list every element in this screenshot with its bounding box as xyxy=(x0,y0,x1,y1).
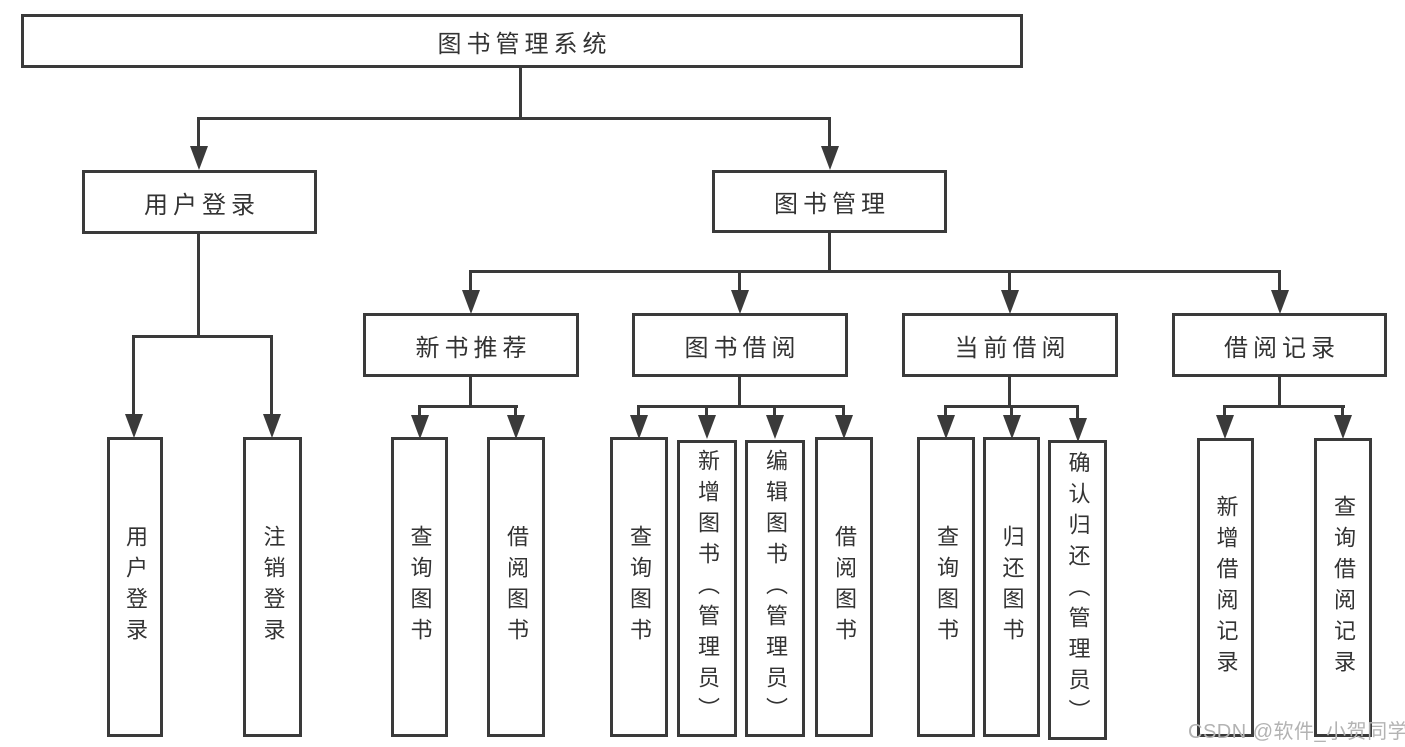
arrow-down-icon xyxy=(937,415,955,439)
leaf-query-books-1-label: 查询图书 xyxy=(407,525,433,649)
connector-group-rail xyxy=(637,405,845,408)
leaf-confirm-return-admin: 确认归还（管理员） xyxy=(1048,440,1107,740)
connector-root-stem xyxy=(519,68,522,119)
leaf-query-books-3: 查询图书 xyxy=(917,437,975,737)
leaf-edit-book-admin-label: 编辑图书（管理员） xyxy=(763,449,788,728)
connector-arrow-stem xyxy=(637,405,640,419)
arrow-down-icon xyxy=(698,415,716,439)
leaf-add-borrow-record-label: 新增借阅记录 xyxy=(1213,494,1239,681)
leaf-add-borrow-record: 新增借阅记录 xyxy=(1197,438,1254,737)
connector-arrow-stem xyxy=(1223,405,1226,419)
leaf-query-books-3-label: 查询图书 xyxy=(934,525,959,649)
connector-arrow-stem xyxy=(1278,270,1281,293)
leaf-return-books: 归还图书 xyxy=(983,437,1040,737)
leaf-logout-label: 注销登录 xyxy=(260,525,286,649)
node-book-borrowing: 图书借阅 xyxy=(632,313,848,377)
arrow-down-icon xyxy=(1069,418,1087,442)
connector-arrow-stem xyxy=(132,335,135,418)
arrow-down-icon xyxy=(411,415,429,439)
connector-arrow-stem xyxy=(1076,405,1079,419)
node-root: 图书管理系统 xyxy=(21,14,1023,68)
connector-group-rail xyxy=(418,405,518,408)
leaf-user-login: 用户登录 xyxy=(107,437,163,737)
leaf-edit-book-admin: 编辑图书（管理员） xyxy=(745,440,805,737)
arrow-down-icon xyxy=(835,415,853,439)
connector-arrow-stem xyxy=(738,270,741,293)
arrow-down-icon xyxy=(507,415,525,439)
connector-arrow-stem xyxy=(1010,405,1013,419)
connector-arrow-stem xyxy=(1341,405,1344,419)
arrow-down-icon xyxy=(731,290,749,314)
connector-arrow-stem xyxy=(469,270,472,293)
node-borrowing-records-label: 借阅记录 xyxy=(1224,334,1340,362)
node-user-login-label: 用户登录 xyxy=(144,191,260,219)
arrow-down-icon xyxy=(462,290,480,314)
arrow-down-icon xyxy=(1001,290,1019,314)
connector-group-stem xyxy=(1008,377,1011,408)
connector-group-stem xyxy=(1278,377,1281,408)
leaf-borrow-books-2-label: 借阅图书 xyxy=(832,525,857,649)
leaf-logout: 注销登录 xyxy=(243,437,302,737)
arrow-down-icon xyxy=(263,414,281,438)
leaf-query-books-1: 查询图书 xyxy=(391,437,448,737)
leaf-borrow-books-1-label: 借阅图书 xyxy=(504,525,529,649)
connector-arrow-stem xyxy=(1008,270,1011,293)
csdn-watermark: CSDN @软件_小贺同学 xyxy=(1188,721,1405,743)
arrow-down-icon xyxy=(190,146,208,170)
leaf-return-books-label: 归还图书 xyxy=(999,525,1025,649)
connector-arrow-stem xyxy=(418,405,421,419)
connector-arrow-stem xyxy=(514,405,517,419)
arrow-down-icon xyxy=(630,415,648,439)
connector-arrow-stem xyxy=(828,117,831,152)
node-new-book-recommend-label: 新书推荐 xyxy=(415,334,532,362)
connector-arrow-stem xyxy=(197,117,200,152)
node-user-login: 用户登录 xyxy=(82,170,317,234)
leaf-borrow-books-2: 借阅图书 xyxy=(815,437,873,737)
connector-arrow-stem xyxy=(705,405,708,419)
node-borrowing-records: 借阅记录 xyxy=(1172,313,1387,377)
leaf-query-books-2: 查询图书 xyxy=(610,437,668,737)
connector-group-rail xyxy=(1223,405,1345,408)
leaf-confirm-return-admin-label: 确认归还（管理员） xyxy=(1065,450,1091,730)
connector-group-stem xyxy=(469,377,472,408)
connector-level3-rail xyxy=(469,270,1280,273)
connector-login-rail xyxy=(132,335,273,338)
connector-arrow-stem xyxy=(944,405,947,419)
connector-level2-rail xyxy=(197,117,831,120)
node-new-book-recommend: 新书推荐 xyxy=(363,313,579,377)
leaf-query-borrow-record: 查询借阅记录 xyxy=(1314,438,1372,737)
leaf-query-borrow-record-label: 查询借阅记录 xyxy=(1331,494,1356,681)
leaf-user-login-label: 用户登录 xyxy=(123,525,148,649)
node-book-management-label: 图书管理 xyxy=(774,191,890,218)
leaf-borrow-books-1: 借阅图书 xyxy=(487,437,545,737)
arrow-down-icon xyxy=(821,146,839,170)
connector-arrow-stem xyxy=(773,405,776,419)
node-current-borrowing-label: 当前借阅 xyxy=(954,334,1071,362)
leaf-add-book-admin-label: 新增图书（管理员） xyxy=(695,449,720,728)
arrow-down-icon xyxy=(125,414,143,438)
arrow-down-icon xyxy=(1003,415,1021,439)
leaf-add-book-admin: 新增图书（管理员） xyxy=(677,440,737,737)
arrow-down-icon xyxy=(1271,290,1289,314)
arrow-down-icon xyxy=(766,415,784,439)
node-book-borrowing-label: 图书借阅 xyxy=(684,334,801,362)
connector-arrow-stem xyxy=(270,335,273,418)
arrow-down-icon xyxy=(1334,415,1352,439)
connector-group-stem xyxy=(738,377,741,408)
connector-login-stem xyxy=(197,234,200,337)
leaf-query-books-2-label: 查询图书 xyxy=(627,525,652,649)
node-current-borrowing: 当前借阅 xyxy=(902,313,1118,377)
connector-arrow-stem xyxy=(842,405,845,419)
arrow-down-icon xyxy=(1216,415,1234,439)
node-book-management: 图书管理 xyxy=(712,170,947,233)
connector-mgmt-stem xyxy=(828,233,831,273)
node-root-label: 图书管理系统 xyxy=(437,30,612,58)
